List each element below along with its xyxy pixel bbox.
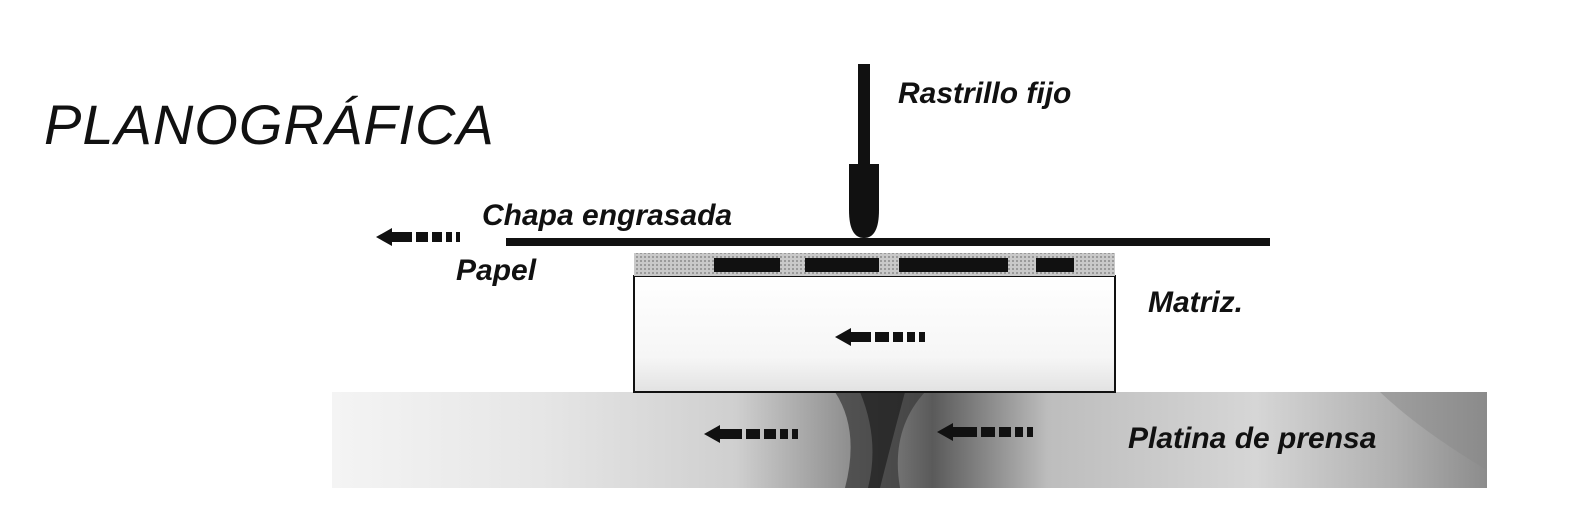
scraper-blade-icon [849, 64, 879, 238]
label-rastrillo-fijo: Rastrillo fijo [898, 77, 1072, 110]
diagram-title: PLANOGRÁFICA [44, 93, 495, 156]
left-dashed-arrow-icon [835, 328, 925, 346]
ink-segment-2 [805, 258, 879, 272]
label-chapa-engrasada: Chapa engrasada [482, 199, 733, 232]
left-dashed-arrow-icon [376, 228, 460, 246]
label-matriz: Matriz. [1148, 286, 1244, 319]
matrix-block [633, 275, 1116, 393]
ink-segment-1 [714, 258, 780, 272]
left-dashed-arrow-icon [704, 425, 798, 443]
left-dashed-arrow-icon [937, 423, 1033, 441]
ink-image-segments [714, 258, 1074, 272]
press-bed [332, 392, 1487, 488]
greased-sheet-line [506, 238, 1270, 246]
ink-segment-4 [1036, 258, 1074, 272]
label-papel: Papel [456, 254, 537, 287]
ink-segment-3 [899, 258, 1008, 272]
label-platina-de-prensa: Platina de prensa [1128, 422, 1377, 455]
